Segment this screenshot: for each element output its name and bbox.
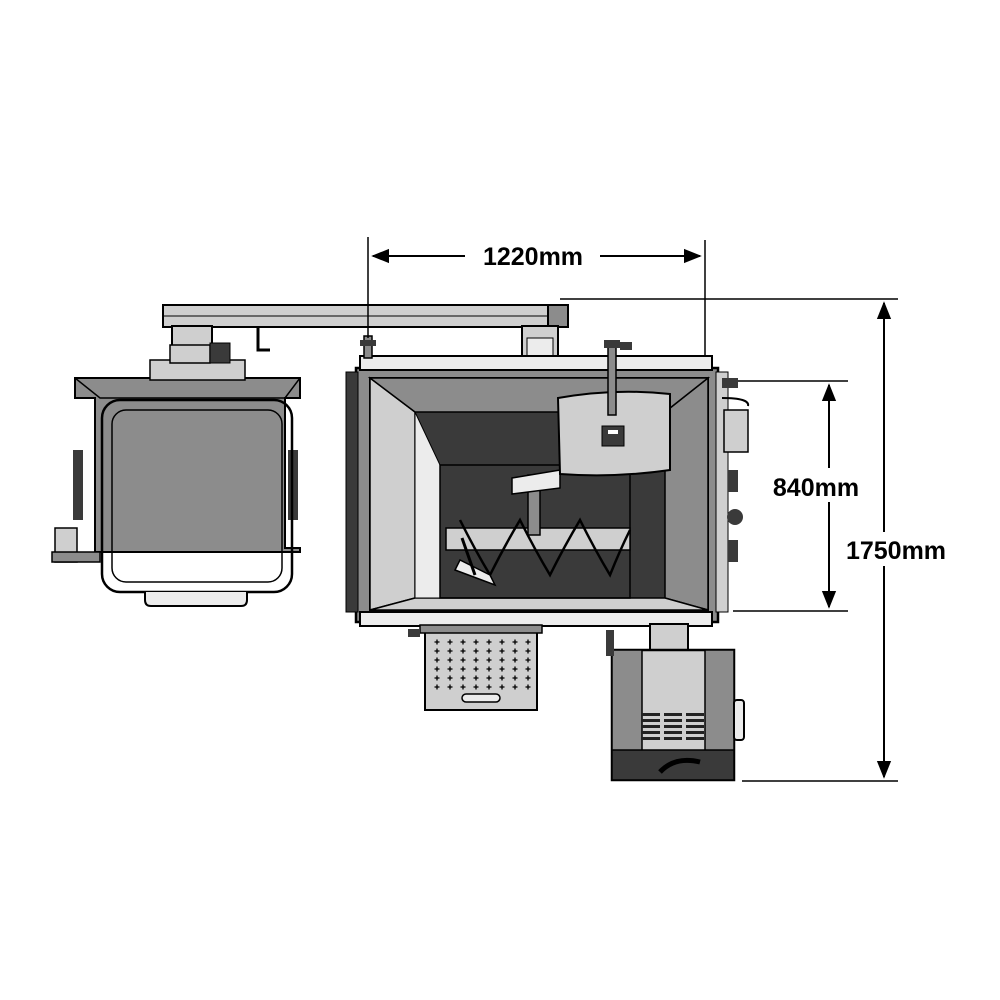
perforation-hole — [525, 639, 531, 645]
inner-height-label: 840mm — [773, 474, 859, 502]
vent-slot — [642, 731, 660, 734]
vent-slot — [664, 725, 682, 728]
vent-slot — [642, 719, 660, 722]
vent-slot — [664, 737, 682, 740]
perforation-hole — [525, 666, 531, 672]
perforation-hole — [447, 675, 453, 681]
perforation-hole — [447, 639, 453, 645]
perforation-hole — [447, 648, 453, 654]
mixing-screw — [445, 469, 632, 587]
side-controls — [721, 378, 750, 562]
perforation-hole — [473, 684, 479, 690]
total-height-label: 1750mm — [846, 537, 946, 565]
width-dimension: 1220mm — [367, 237, 706, 356]
perforation-hole — [512, 675, 518, 681]
perforation-hole — [525, 684, 531, 690]
perforation-hole — [434, 675, 440, 681]
chamber-lid — [556, 340, 671, 477]
discharge-motor — [606, 623, 745, 782]
perforation-hole — [434, 666, 440, 672]
vent-slot — [686, 713, 704, 716]
perforation-hole — [434, 648, 440, 654]
perforation-hole — [512, 639, 518, 645]
perforation-hole — [460, 675, 466, 681]
perforation-hole — [486, 666, 492, 672]
perforation-hole — [525, 675, 531, 681]
perforation-hole — [434, 657, 440, 663]
vent-slot — [686, 737, 704, 740]
bowl-lifter — [51, 342, 301, 563]
perforation-hole — [460, 639, 466, 645]
vent-slot — [686, 719, 704, 722]
perforation-hole — [499, 666, 505, 672]
perforation-hole — [499, 684, 505, 690]
vent-slot — [664, 713, 682, 716]
perforation-hole — [486, 675, 492, 681]
perforation-hole — [460, 684, 466, 690]
total-height-dimension: 1750mm — [560, 298, 946, 782]
vent-slot — [686, 731, 704, 734]
perforation-hole — [499, 639, 505, 645]
perforation-hole — [512, 657, 518, 663]
perforation-hole — [473, 666, 479, 672]
perforation-hole — [499, 675, 505, 681]
perforation-hole — [486, 648, 492, 654]
perforation-hole — [486, 639, 492, 645]
inner-height-dimension: 840mm — [733, 380, 859, 612]
perforation-hole — [486, 684, 492, 690]
perforation-hole — [434, 684, 440, 690]
perforation-hole — [447, 684, 453, 690]
motor-vents — [642, 713, 704, 740]
vent-slot — [686, 725, 704, 728]
perforation-hole — [512, 684, 518, 690]
perforation-hole — [473, 639, 479, 645]
vent-slot — [642, 713, 660, 716]
vent-slot — [664, 731, 682, 734]
perforation-hole — [460, 657, 466, 663]
vent-slot — [642, 725, 660, 728]
perforation-hole — [447, 657, 453, 663]
perforation-hole — [525, 657, 531, 663]
perforation-pattern — [434, 639, 531, 690]
mixing-bowl — [100, 398, 294, 607]
perforation-hole — [473, 675, 479, 681]
perforation-hole — [473, 648, 479, 654]
perforation-hole — [460, 648, 466, 654]
perforation-hole — [486, 657, 492, 663]
vent-slot — [642, 737, 660, 740]
perforation-hole — [499, 648, 505, 654]
perforation-hole — [460, 666, 466, 672]
perforation-hole — [434, 639, 440, 645]
perforated-bin — [408, 624, 543, 711]
vent-slot — [664, 719, 682, 722]
perforation-hole — [447, 666, 453, 672]
perforation-hole — [499, 657, 505, 663]
perforation-hole — [525, 648, 531, 654]
perforation-hole — [512, 648, 518, 654]
perforation-hole — [512, 666, 518, 672]
width-label: 1220mm — [483, 243, 583, 271]
perforation-hole — [473, 657, 479, 663]
